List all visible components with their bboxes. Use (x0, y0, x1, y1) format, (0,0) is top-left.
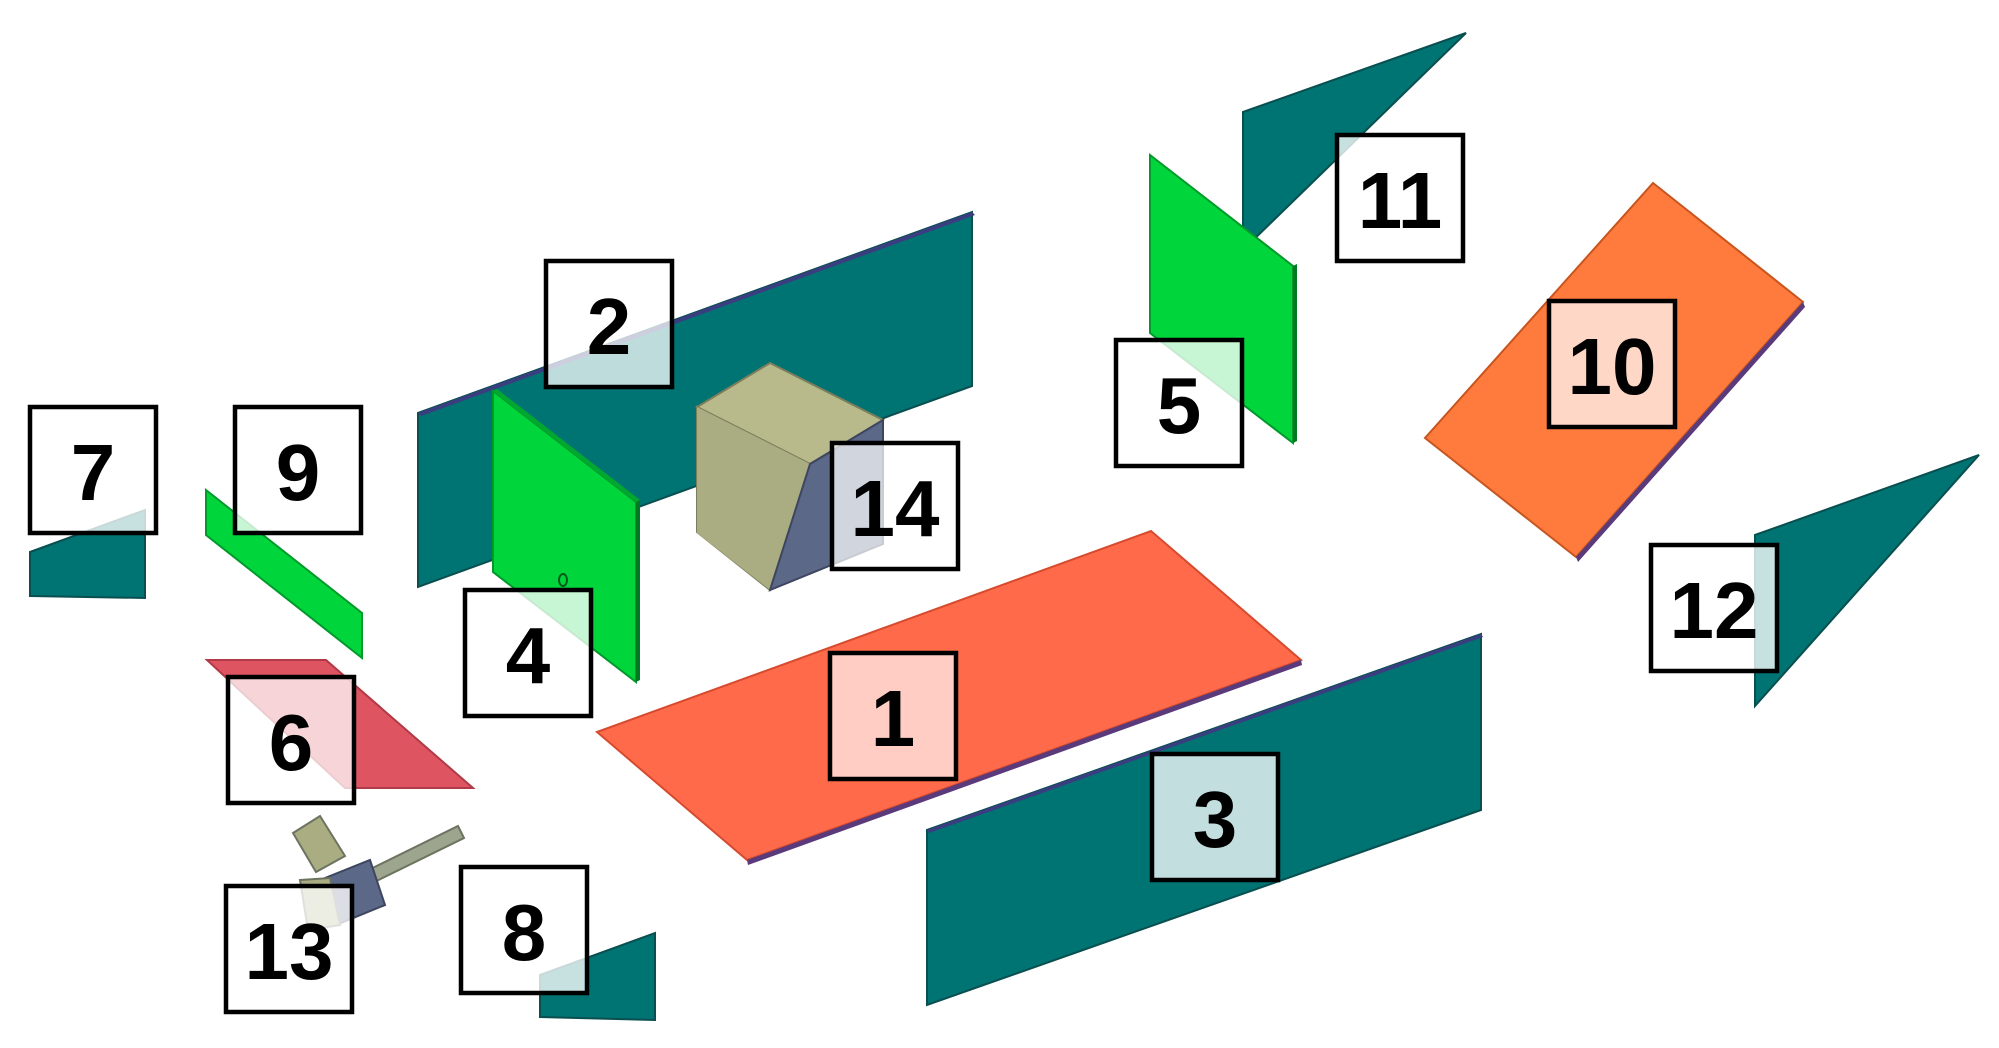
label-7-text: 7 (71, 428, 116, 517)
label-2-text: 2 (587, 282, 632, 371)
label-3-text: 3 (1193, 775, 1238, 864)
label-6-text: 6 (269, 698, 314, 787)
label-2: 2 (543, 258, 675, 390)
part-5-green-panel (1149, 152, 1297, 446)
label-12-text: 12 (1670, 566, 1759, 655)
label-5-text: 5 (1157, 361, 1202, 450)
label-11-text: 11 (1358, 156, 1443, 245)
label-4-text: 4 (506, 611, 551, 700)
label-9: 9 (232, 404, 364, 536)
part-8-wall (539, 931, 656, 1022)
label-8: 8 (458, 864, 590, 996)
label-6: 6 (225, 674, 357, 806)
label-7: 7 (27, 404, 159, 536)
label-9-text: 9 (276, 428, 321, 517)
label-11: 11 (1334, 132, 1466, 264)
label-10-text: 10 (1568, 322, 1657, 411)
label-4: 4 (462, 587, 594, 719)
part-4-green-panel (492, 388, 640, 685)
label-14-text: 14 (851, 464, 940, 553)
label-14: 14 (829, 440, 961, 572)
label-10: 10 (1546, 298, 1678, 430)
label-5: 5 (1113, 337, 1245, 469)
label-1-text: 1 (871, 674, 916, 763)
label-12: 12 (1648, 542, 1780, 674)
label-3: 3 (1149, 751, 1281, 883)
label-13-text: 13 (245, 907, 334, 996)
label-13: 13 (223, 883, 355, 1015)
label-8-text: 8 (502, 888, 547, 977)
label-1: 1 (827, 650, 959, 782)
